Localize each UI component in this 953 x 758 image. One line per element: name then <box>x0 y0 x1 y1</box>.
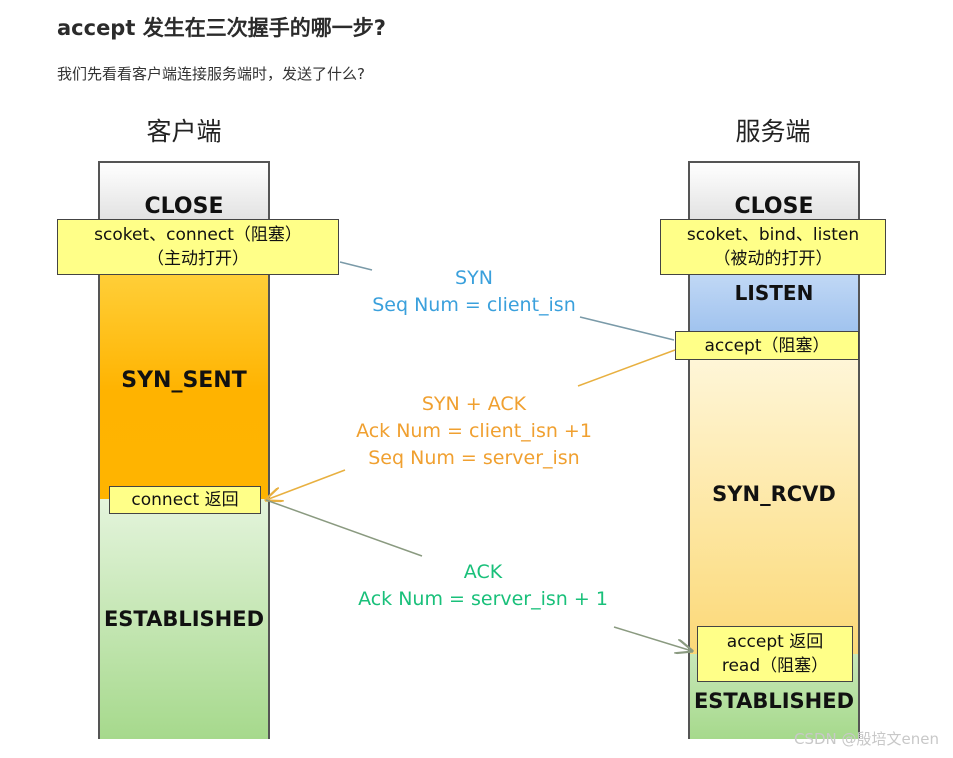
ack-message-line1: ACK <box>463 561 503 583</box>
client-connect-note: scoket、connect（阻塞） （主动打开） <box>57 219 339 275</box>
client-syn-sent-state: SYN_SENT <box>98 231 270 499</box>
server-accept-return-note: accept 返回 read（阻塞） <box>697 626 853 682</box>
syn-ack-message-line3: Seq Num = server_isn <box>368 447 580 469</box>
ack-arrow-start <box>265 499 423 557</box>
intro-text: 我们先看看客户端连接服务端时，发送了什么? <box>57 65 365 83</box>
syn-ack-arrow-start <box>577 349 676 387</box>
server-accept-label: accept（阻塞） <box>704 335 830 356</box>
syn-arrow-start <box>339 261 373 271</box>
syn-ack-message: SYN + ACK Ack Num = client_isn +1 Seq Nu… <box>356 391 592 472</box>
server-accept-return-line1: accept 返回 <box>726 632 824 652</box>
syn-ack-message-line1: SYN + ACK <box>421 393 527 415</box>
client-connect-return-note: connect 返回 <box>109 486 261 514</box>
ack-message: ACK Ack Num = server_isn + 1 <box>358 559 608 613</box>
server-listen-note: scoket、bind、listen （被动的打开） <box>660 219 886 275</box>
client-connect-note-line2: （主动打开） <box>147 249 249 269</box>
server-listen-note-line2: （被动的打开） <box>713 249 833 269</box>
server-established-label: ESTABLISHED <box>693 689 855 713</box>
server-listen-label: LISTEN <box>734 281 814 305</box>
syn-ack-message-line2: Ack Num = client_isn +1 <box>356 420 592 442</box>
syn-message-line1: SYN <box>455 267 493 289</box>
watermark: CSDN @殷培文enen <box>793 730 939 748</box>
server-title: 服务端 <box>735 117 811 146</box>
client-connect-return-label: connect 返回 <box>131 490 239 510</box>
server-listen-note-line1: scoket、bind、listen <box>686 225 860 245</box>
syn-ack-arrow-end <box>266 469 346 500</box>
server-syn-rcvd-state: SYN_RCVD <box>688 334 860 654</box>
syn-message-line2: Seq Num = client_isn <box>372 294 576 316</box>
server-accept-return-line2: read（阻塞） <box>721 656 829 676</box>
ack-message-line2: Ack Num = server_isn + 1 <box>358 588 608 610</box>
client-syn-sent-label: SYN_SENT <box>121 367 247 393</box>
client-established-state: ESTABLISHED <box>98 499 270 739</box>
client-title: 客户端 <box>146 117 222 146</box>
syn-message: SYN Seq Num = client_isn <box>372 265 576 319</box>
page-heading: accept 发生在三次握手的哪一步? <box>57 16 386 40</box>
server-close-label: CLOSE <box>734 193 814 219</box>
client-established-label: ESTABLISHED <box>103 607 265 631</box>
server-syn-rcvd-label: SYN_RCVD <box>712 482 836 506</box>
ack-arrow-end <box>613 626 692 651</box>
server-accept-note: accept（阻塞） <box>675 331 859 360</box>
client-connect-note-line1: scoket、connect（阻塞） <box>94 225 302 245</box>
syn-arrow-end <box>579 316 675 341</box>
client-close-label: CLOSE <box>144 193 224 219</box>
